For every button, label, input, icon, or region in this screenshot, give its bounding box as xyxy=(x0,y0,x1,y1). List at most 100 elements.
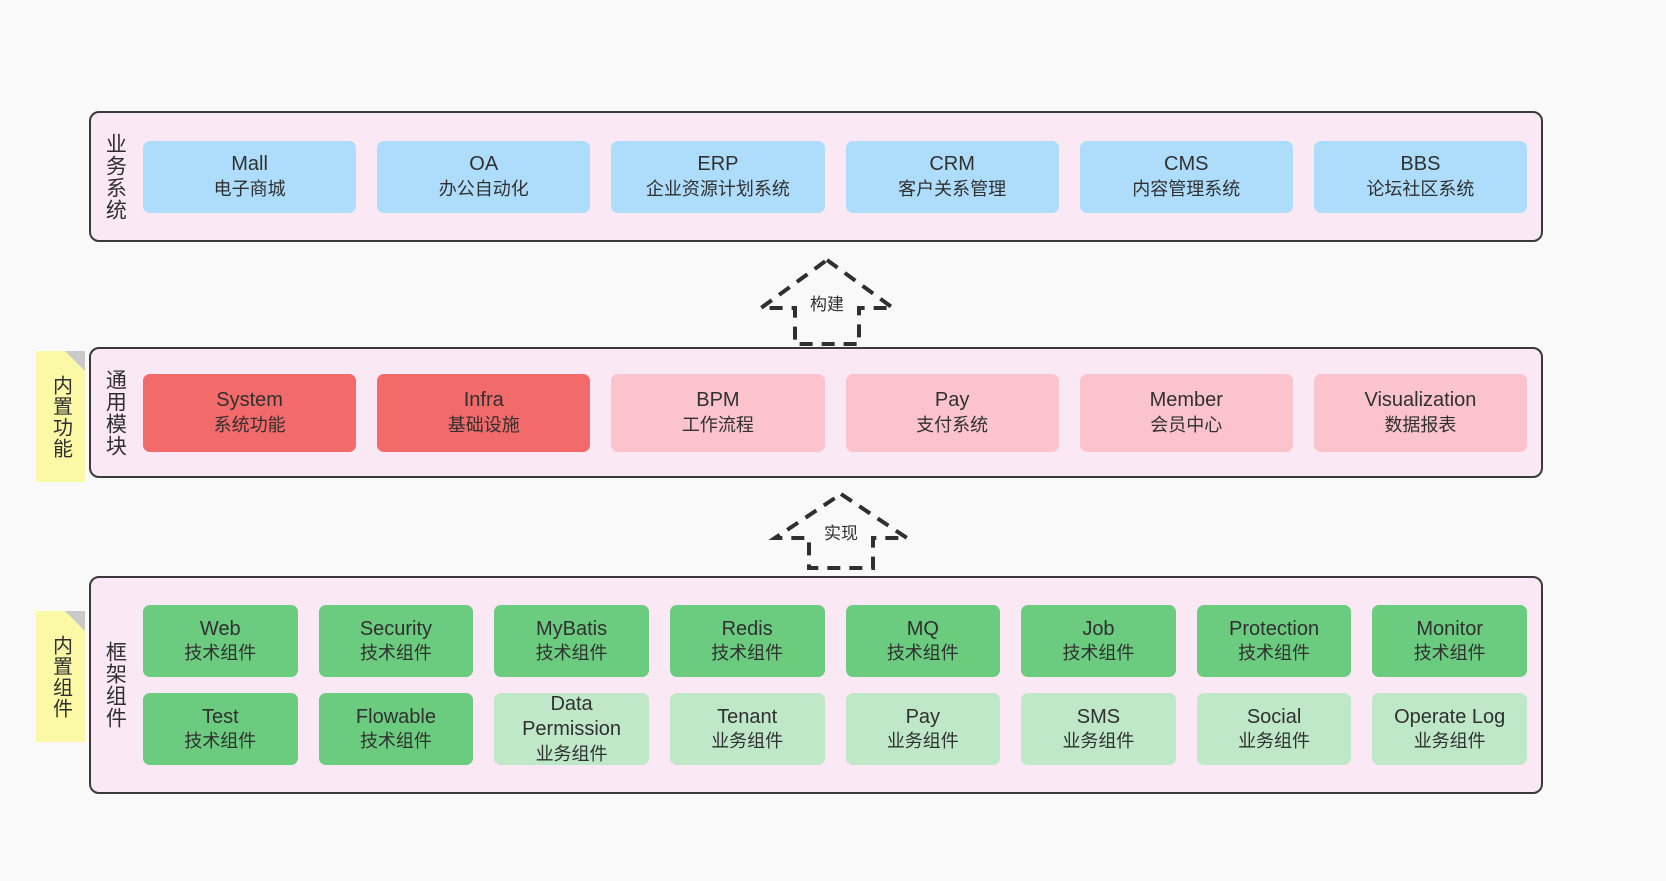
card-subtitle: 技术组件 xyxy=(359,643,432,664)
arrow-build: 构建 xyxy=(754,256,900,346)
card-title: Visualization xyxy=(1364,389,1477,412)
card-subtitle: 技术组件 xyxy=(359,731,432,752)
card-title: System xyxy=(216,389,283,412)
card-row: System 系统功能 Infra 基础设施 BPM 工作流程 Pay 支付系统… xyxy=(143,373,1528,452)
card-title: Pay xyxy=(905,705,941,728)
card-oa[interactable]: OA 办公自动化 xyxy=(377,140,591,213)
note-label: 内置功能 xyxy=(49,374,72,459)
card-title: Monitor xyxy=(1416,617,1484,640)
card-bpm[interactable]: BPM 工作流程 xyxy=(611,373,825,452)
card-title: OA xyxy=(469,153,499,176)
card-title: CMS xyxy=(1164,153,1209,176)
card-visualization[interactable]: Visualization 数据报表 xyxy=(1313,373,1528,452)
note-builtin-components: 内置组件 xyxy=(36,611,85,742)
card-subtitle: 业务组件 xyxy=(1062,731,1135,752)
up-arrow-icon xyxy=(754,257,900,346)
card-web[interactable]: Web 技术组件 xyxy=(143,605,298,677)
card-cms[interactable]: CMS 内容管理系统 xyxy=(1079,140,1293,213)
card-title: MyBatis xyxy=(536,617,608,640)
card-subtitle: 支付系统 xyxy=(916,414,989,435)
card-subtitle: 客户关系管理 xyxy=(898,178,1007,199)
card-mq[interactable]: MQ 技术组件 xyxy=(845,605,1001,677)
card-title: Web xyxy=(199,617,241,640)
card-title: Test xyxy=(201,705,239,728)
card-sms[interactable]: SMS 业务组件 xyxy=(1021,693,1176,765)
card-subtitle: 技术组件 xyxy=(1062,643,1135,664)
card-operate-log[interactable]: Operate Log 业务组件 xyxy=(1372,693,1527,765)
arrow-implement: 实现 xyxy=(768,490,914,570)
layer-framework-component: 框架组件 Web 技术组件 Security 技术组件 MyBatis 技术组件… xyxy=(89,576,1543,794)
card-subtitle: 技术组件 xyxy=(184,731,257,752)
card-row: Test 技术组件 Flowable 技术组件 Data Permission … xyxy=(143,693,1527,765)
card-mybatis[interactable]: MyBatis 技术组件 xyxy=(494,605,649,677)
card-subtitle: 企业资源计划系统 xyxy=(645,178,790,199)
card-title: MQ xyxy=(906,617,939,640)
card-subtitle: 业务组件 xyxy=(886,731,959,752)
card-test[interactable]: Test 技术组件 xyxy=(143,693,298,765)
card-pay-business[interactable]: Pay 业务组件 xyxy=(845,693,1001,765)
card-row: Mall 电子商城 OA 办公自动化 ERP 企业资源计划系统 CRM 客户关系… xyxy=(143,140,1528,213)
card-member[interactable]: Member 会员中心 xyxy=(1079,373,1293,452)
card-subtitle: 技术组件 xyxy=(886,643,959,664)
card-subtitle: 基础设施 xyxy=(447,414,520,435)
layer-title-business: 业务系统 xyxy=(103,132,127,221)
card-title: Member xyxy=(1149,389,1223,412)
card-subtitle: 业务组件 xyxy=(535,744,608,765)
card-subtitle: 电子商城 xyxy=(213,178,286,199)
card-flowable[interactable]: Flowable 技术组件 xyxy=(318,693,474,765)
up-arrow-icon xyxy=(768,491,914,570)
card-title: Security xyxy=(359,617,433,640)
card-subtitle: 技术组件 xyxy=(711,643,784,664)
card-subtitle: 办公自动化 xyxy=(438,178,529,199)
card-row: Web 技术组件 Security 技术组件 MyBatis 技术组件 Redi… xyxy=(143,605,1527,677)
layer-body-module: System 系统功能 Infra 基础设施 BPM 工作流程 Pay 支付系统… xyxy=(137,349,1541,476)
card-tenant[interactable]: Tenant 业务组件 xyxy=(669,693,825,765)
card-subtitle: 工作流程 xyxy=(681,414,754,435)
note-fold-icon xyxy=(65,611,85,631)
card-protection[interactable]: Protection 技术组件 xyxy=(1196,605,1352,677)
card-subtitle: 数据报表 xyxy=(1384,414,1457,435)
card-title: Operate Log xyxy=(1394,705,1506,728)
note-fold-icon xyxy=(65,351,85,371)
card-subtitle: 技术组件 xyxy=(1238,643,1311,664)
card-subtitle: 业务组件 xyxy=(1238,731,1311,752)
card-title: Social xyxy=(1246,705,1302,728)
card-title: Redis xyxy=(721,617,773,640)
card-title: SMS xyxy=(1076,705,1121,728)
card-title: Infra xyxy=(463,389,504,412)
card-system[interactable]: System 系统功能 xyxy=(143,373,357,452)
note-label: 内置组件 xyxy=(49,634,72,719)
card-subtitle: 技术组件 xyxy=(184,643,257,664)
card-bbs[interactable]: BBS 论坛社区系统 xyxy=(1313,140,1528,213)
card-job[interactable]: Job 技术组件 xyxy=(1021,605,1176,677)
card-mall[interactable]: Mall 电子商城 xyxy=(143,140,357,213)
card-subtitle: 会员中心 xyxy=(1150,414,1223,435)
card-subtitle: 技术组件 xyxy=(1413,643,1486,664)
layer-title-framework: 框架组件 xyxy=(103,641,127,729)
card-infra[interactable]: Infra 基础设施 xyxy=(377,373,591,452)
layer-business-system: 业务系统 Mall 电子商城 OA 办公自动化 ERP 企业资源计划系统 CRM… xyxy=(89,111,1543,242)
card-title: Data Permission xyxy=(522,692,622,741)
card-title: ERP xyxy=(697,153,739,176)
layer-body-framework: Web 技术组件 Security 技术组件 MyBatis 技术组件 Redi… xyxy=(137,578,1541,792)
card-social[interactable]: Social 业务组件 xyxy=(1196,693,1352,765)
card-title: Pay xyxy=(934,389,970,412)
card-title: Protection xyxy=(1229,617,1320,640)
card-title: Tenant xyxy=(717,705,778,728)
card-title: Job xyxy=(1082,617,1115,640)
card-crm[interactable]: CRM 客户关系管理 xyxy=(845,140,1059,213)
card-data-permission[interactable]: Data Permission 业务组件 xyxy=(494,693,649,765)
card-subtitle: 内容管理系统 xyxy=(1132,178,1241,199)
card-redis[interactable]: Redis 技术组件 xyxy=(669,605,825,677)
card-subtitle: 技术组件 xyxy=(535,643,608,664)
card-security[interactable]: Security 技术组件 xyxy=(318,605,474,677)
card-title: Flowable xyxy=(355,705,436,728)
card-erp[interactable]: ERP 企业资源计划系统 xyxy=(611,140,825,213)
card-pay[interactable]: Pay 支付系统 xyxy=(845,373,1059,452)
card-subtitle: 系统功能 xyxy=(213,414,286,435)
card-title: CRM xyxy=(929,153,975,176)
layer-title-module: 通用模块 xyxy=(103,368,127,457)
card-monitor[interactable]: Monitor 技术组件 xyxy=(1372,605,1527,677)
layer-common-module: 通用模块 System 系统功能 Infra 基础设施 BPM 工作流程 Pay… xyxy=(89,347,1543,478)
